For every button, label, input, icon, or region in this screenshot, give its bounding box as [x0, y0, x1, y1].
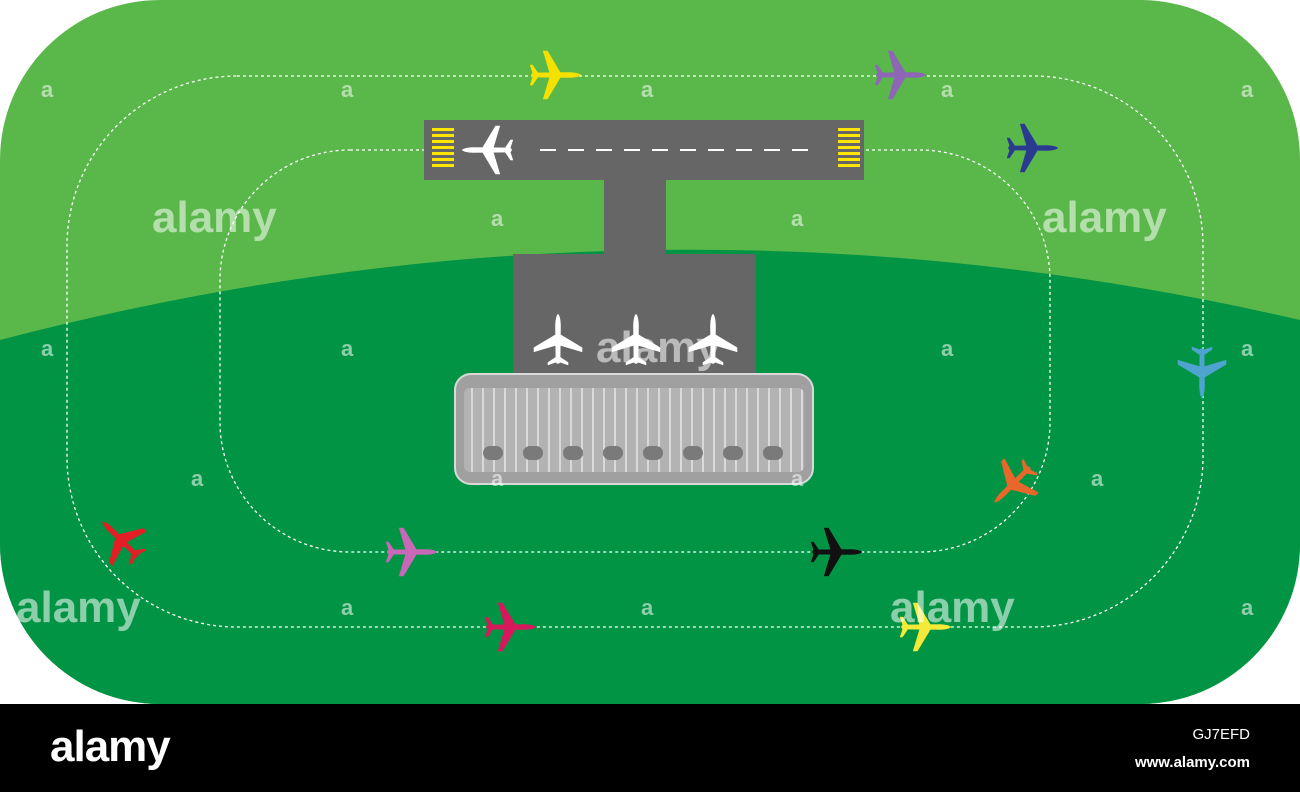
- watermark-letter: a: [491, 206, 504, 231]
- watermark-logo: alamy: [596, 323, 721, 372]
- watermark-logo: alamy: [152, 193, 277, 242]
- watermark-logo: alamy: [16, 583, 141, 632]
- image-id: GJ7EFD: [1192, 726, 1250, 743]
- watermark-letter: a: [191, 466, 204, 491]
- watermark-letter: a: [1091, 466, 1104, 491]
- watermark-letter: a: [41, 336, 54, 361]
- watermark-letter: a: [641, 595, 654, 620]
- watermark-letter: a: [341, 77, 354, 102]
- terminal-building: [454, 373, 814, 485]
- watermark-letter: a: [641, 77, 654, 102]
- terminal-gates: [483, 446, 783, 460]
- watermark-letter: a: [1241, 336, 1254, 361]
- taxiway: [604, 180, 666, 255]
- watermark-letter: a: [941, 77, 954, 102]
- footer-bar: alamy GJ7EFD www.alamy.com: [0, 704, 1300, 792]
- watermark-letter: a: [341, 595, 354, 620]
- footer-logo: alamy: [50, 722, 171, 771]
- watermark-letter: a: [1241, 77, 1254, 102]
- watermark-layer: alamy alamy alamy alamy alamy a a a a a …: [16, 77, 1254, 632]
- runway-threshold-right: [838, 128, 860, 167]
- watermark-letter: a: [41, 77, 54, 102]
- watermark-letter: a: [791, 466, 804, 491]
- watermark-letter: a: [791, 206, 804, 231]
- watermark-letter: a: [341, 336, 354, 361]
- watermark-letter: a: [1241, 595, 1254, 620]
- watermark-logo: alamy: [890, 583, 1015, 632]
- outer-flight-route: [66, 75, 1204, 628]
- footer-url[interactable]: www.alamy.com: [1134, 754, 1250, 771]
- watermark-logo: alamy: [1042, 193, 1167, 242]
- runway-threshold-left: [432, 128, 454, 167]
- airport-scene: alamy alamy alamy alamy alamy a a a a a …: [0, 0, 1300, 704]
- watermark-letter: a: [491, 466, 504, 491]
- watermark-letter: a: [941, 336, 954, 361]
